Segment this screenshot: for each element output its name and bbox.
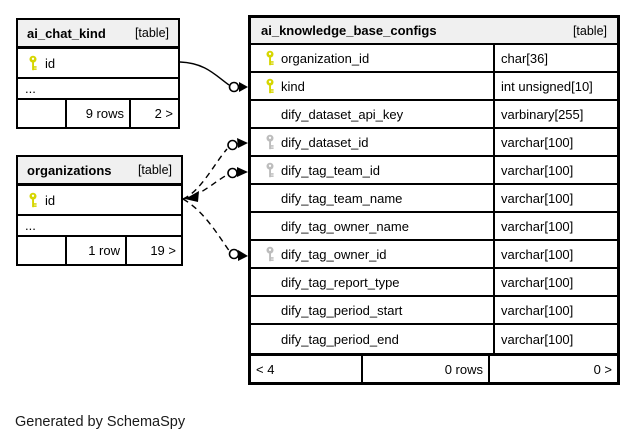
table-title[interactable]: ai_knowledge_base_configs [261, 23, 437, 38]
relationship-line-organizations-to-dify-tag-team-id [182, 174, 228, 200]
table-row: dify_tag_team_name varchar[100] [251, 185, 617, 213]
table-row: dify_tag_team_id varchar[100] [251, 157, 617, 185]
primary-key-icon [264, 50, 276, 66]
relationship-circle-terminator [227, 167, 238, 179]
table-title[interactable]: ai_chat_kind [27, 25, 106, 41]
relationship-line-organizations-to-dify-dataset-id [182, 148, 228, 200]
table-tag: [table] [572, 23, 607, 38]
column-type: int unsigned[10] [493, 73, 617, 99]
table-ai-knowledge-base-configs: ai_knowledge_base_configs [table] organi… [248, 15, 620, 385]
index-key-icon [264, 134, 276, 150]
column-name: organization_id [281, 50, 370, 66]
table-row: ... [18, 79, 178, 100]
column-name: id [45, 192, 56, 208]
table-row: dify_tag_owner_name varchar[100] [251, 213, 617, 241]
primary-key-icon [27, 192, 39, 208]
column-name: dify_tag_report_type [281, 274, 400, 290]
column-type: char[36] [493, 45, 617, 71]
table-row: ... [18, 216, 181, 237]
column-type: varchar[100] [493, 213, 617, 239]
column-type: varchar[100] [493, 325, 617, 353]
relationship-parent-arrowhead [185, 191, 199, 202]
column-type: varchar[100] [493, 129, 617, 155]
degree-indicator: 2 > [154, 106, 173, 121]
table-row: dify_dataset_id varchar[100] [251, 129, 617, 157]
table-header: ai_knowledge_base_configs [table] [251, 18, 617, 45]
column-name: dify_dataset_api_key [281, 106, 404, 122]
table-title[interactable]: organizations [27, 162, 112, 178]
relationship-arrowhead [237, 167, 248, 177]
table-footer: < 4 0 rows 0 > [251, 353, 617, 382]
column-name: dify_tag_owner_id [281, 246, 387, 262]
table-row: dify_tag_owner_id varchar[100] [251, 241, 617, 269]
more-columns-ellipsis: ... [25, 81, 36, 96]
column-name: dify_tag_team_name [281, 190, 403, 206]
column-name: dify_tag_period_end [281, 331, 399, 347]
column-type: varchar[100] [493, 297, 617, 323]
table-ai-chat-kind: ai_chat_kind [table] id ... 9 rows 2 > [16, 18, 180, 129]
column-type: varchar[100] [493, 185, 617, 211]
table-row: dify_tag_report_type varchar[100] [251, 269, 617, 297]
table-tag: [table] [137, 163, 172, 177]
column-type: varchar[100] [493, 269, 617, 295]
table-footer: 1 row 19 > [18, 237, 181, 264]
degree-indicator: 0 > [593, 361, 612, 377]
table-row: dify_tag_period_start varchar[100] [251, 297, 617, 325]
table-header: organizations [table] [18, 157, 181, 186]
column-type: varchar[100] [493, 157, 617, 183]
footer-left-cell [18, 100, 67, 127]
column-name: id [45, 55, 56, 71]
column-name: dify_dataset_id [281, 134, 369, 150]
row-count: 0 rows [363, 356, 490, 382]
column-type: varchar[100] [493, 241, 617, 267]
relationship-circle-terminator [228, 248, 240, 260]
column-name: dify_tag_period_start [281, 302, 403, 318]
table-row: id [18, 186, 181, 216]
degree-indicator: 19 > [150, 243, 176, 258]
relationship-arrowhead [238, 250, 248, 261]
table-row: organization_id char[36] [251, 45, 617, 73]
table-organizations: organizations [table] id ... 1 row 19 > [16, 155, 183, 266]
footer-left-cell [18, 237, 67, 264]
relationship-circle-terminator [228, 81, 240, 93]
column-name: kind [281, 78, 305, 94]
degree-indicator: < 4 [251, 356, 363, 382]
index-key-icon [264, 162, 276, 178]
column-type: varbinary[255] [493, 101, 617, 127]
relationship-line-organizations-to-dify-tag-owner-id [182, 198, 231, 253]
table-row: dify_dataset_api_key varbinary[255] [251, 101, 617, 129]
table-row: kind int unsigned[10] [251, 73, 617, 101]
table-tag: [table] [134, 26, 169, 40]
schemaspy-credit: Generated by SchemaSpy [15, 414, 186, 430]
relationship-line-ai-chat-kind-to-kind [179, 61, 230, 86]
table-row: id [18, 49, 178, 79]
more-columns-ellipsis: ... [25, 218, 36, 233]
row-count: 1 row [67, 237, 127, 264]
index-key-icon [264, 246, 276, 262]
table-row: dify_tag_period_end varchar[100] [251, 325, 617, 353]
column-name: dify_tag_team_id [281, 162, 381, 178]
primary-key-icon [264, 78, 276, 94]
table-header: ai_chat_kind [table] [18, 20, 178, 49]
row-count: 9 rows [67, 100, 131, 127]
relationship-arrowhead [239, 82, 248, 92]
primary-key-icon [27, 55, 39, 71]
relationship-circle-terminator [227, 139, 238, 151]
relationship-arrowhead [237, 138, 248, 148]
table-footer: 9 rows 2 > [18, 100, 178, 127]
column-name: dify_tag_owner_name [281, 218, 409, 234]
